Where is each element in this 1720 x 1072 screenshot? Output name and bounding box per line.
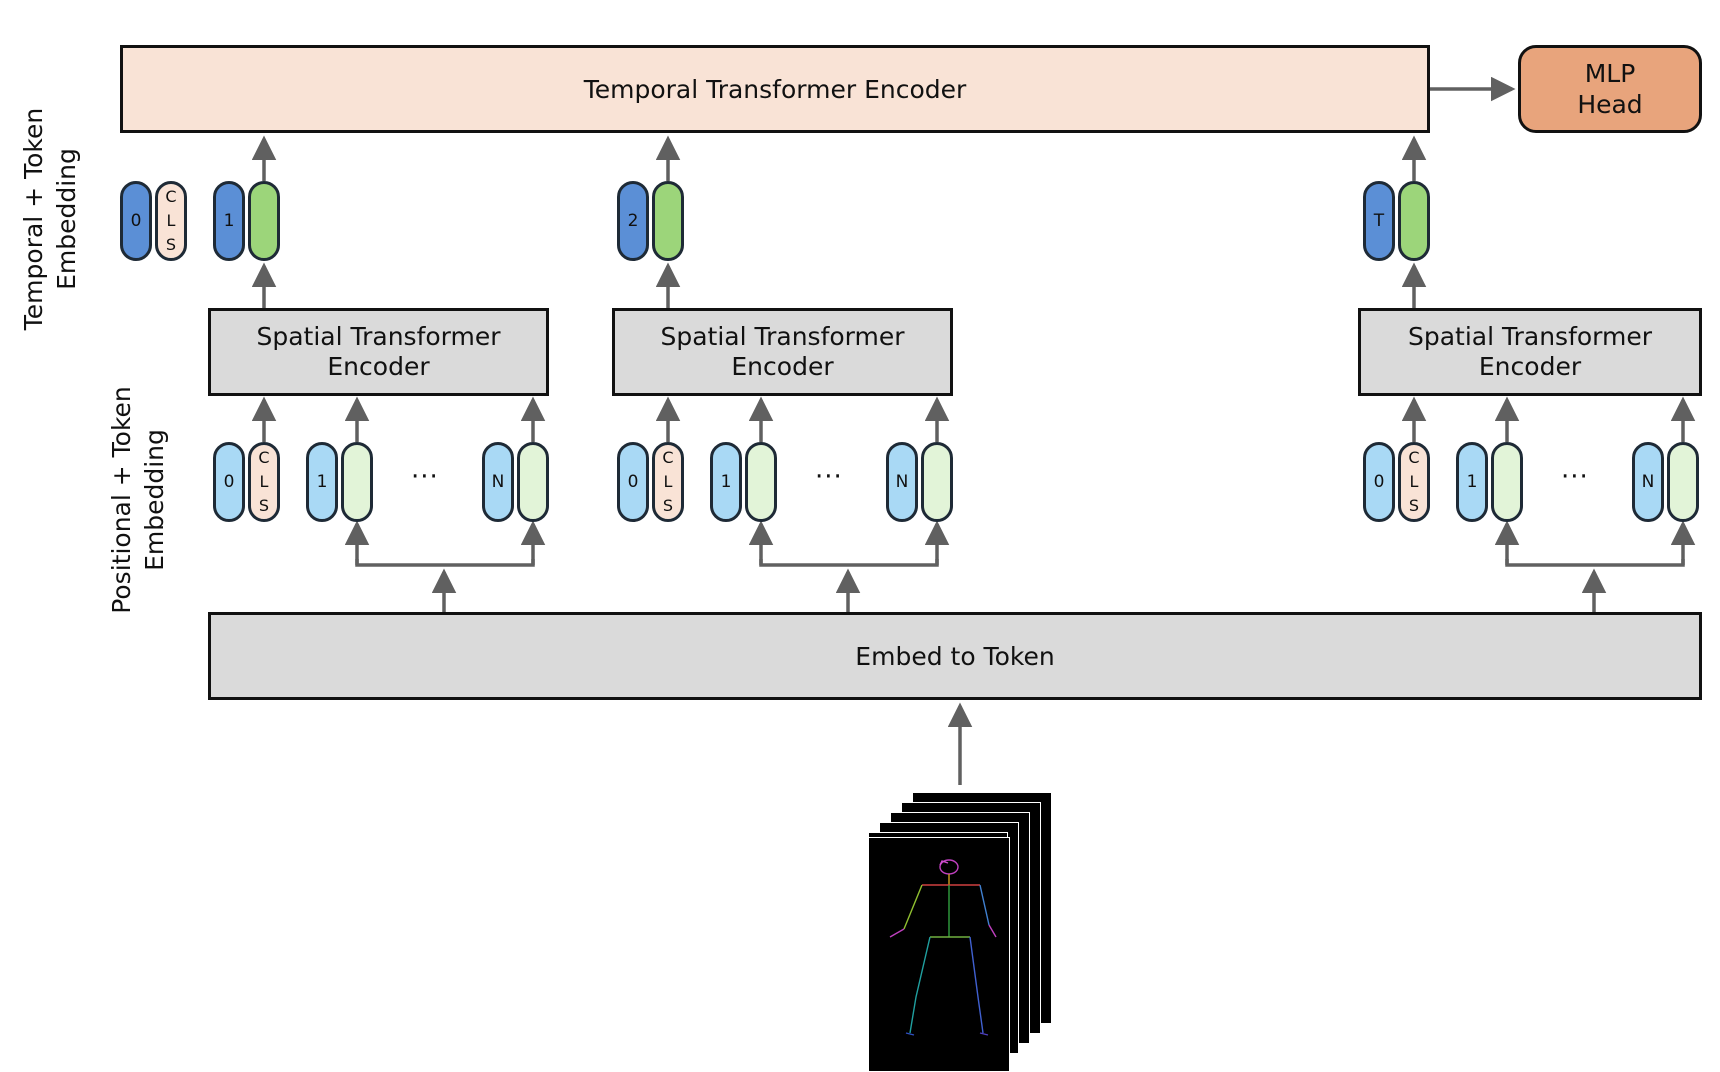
temporal-position-token-1: 1 (213, 181, 245, 261)
joint-feature-token (921, 442, 953, 522)
joint-feature-token (1491, 442, 1523, 522)
skeleton-frame-front (868, 837, 1010, 1072)
ellipsis: ··· (1561, 462, 1589, 492)
frame-feature-token (248, 181, 280, 261)
joint-feature-token (517, 442, 549, 522)
frame-feature-token (652, 181, 684, 261)
spatial-transformer-encoder: Spatial Transformer Encoder (1358, 308, 1702, 396)
temporal-cls-token: C L S (155, 181, 187, 261)
temporal-token-embedding-label: Temporal + Token Embedding (19, 107, 81, 331)
pose-skeleton-image (889, 858, 997, 1036)
spatial-position-token-0: 0 (213, 442, 245, 522)
spatial-position-token-0: 0 (617, 442, 649, 522)
temporal-position-token-0: 0 (120, 181, 152, 261)
spatial-transformer-encoder: Spatial Transformer Encoder (612, 308, 953, 396)
spatial-position-token-n: N (1632, 442, 1664, 522)
positional-token-embedding-label: Positional + Token Embedding (107, 386, 169, 614)
spatial-cls-token: C L S (248, 442, 280, 522)
spatial-position-token-n: N (886, 442, 918, 522)
joint-feature-token (745, 442, 777, 522)
joint-feature-token (1667, 442, 1699, 522)
joint-feature-token (341, 442, 373, 522)
temporal-transformer-encoder: Temporal Transformer Encoder (120, 45, 1430, 133)
spatial-transformer-encoder: Spatial Transformer Encoder (208, 308, 549, 396)
frame-feature-token (1398, 181, 1430, 261)
embed-to-token: Embed to Token (208, 612, 1702, 700)
spatial-position-token-1: 1 (710, 442, 742, 522)
spatial-position-token-0: 0 (1363, 442, 1395, 522)
temporal-position-token-t: T (1363, 181, 1395, 261)
spatial-cls-token: C L S (652, 442, 684, 522)
ellipsis: ··· (411, 462, 439, 492)
spatial-position-token-n: N (482, 442, 514, 522)
spatial-cls-token: C L S (1398, 442, 1430, 522)
spatial-position-token-1: 1 (1456, 442, 1488, 522)
spatial-position-token-1: 1 (306, 442, 338, 522)
ellipsis: ··· (815, 462, 843, 492)
temporal-position-token-2: 2 (617, 181, 649, 261)
mlp-head: MLP Head (1518, 45, 1702, 133)
